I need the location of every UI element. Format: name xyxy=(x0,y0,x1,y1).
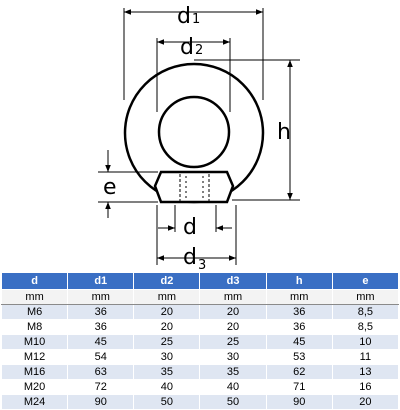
table-cell: 8,5 xyxy=(331,304,400,320)
header-d2: d2 xyxy=(133,272,201,290)
unit-cell: mm xyxy=(331,289,400,305)
label-d: d xyxy=(183,215,197,240)
table-cell: 36 xyxy=(67,319,135,335)
unit-cell: mm xyxy=(67,289,135,305)
unit-cell: mm xyxy=(0,289,69,305)
table-row: M24 90 50 50 90 20 xyxy=(0,394,400,410)
header-d3: d3 xyxy=(199,272,267,290)
unit-cell: mm xyxy=(265,289,333,305)
eye-nut-drawing: d1 d2 h e d d3 xyxy=(98,4,300,272)
table-cell: 50 xyxy=(199,394,267,410)
table-cell: 40 xyxy=(133,379,201,395)
table-row: M8 36 20 20 36 8,5 xyxy=(0,319,400,335)
table-cell: 50 xyxy=(133,394,201,410)
table-cell: 30 xyxy=(133,349,201,365)
table-cell: 53 xyxy=(265,349,333,365)
unit-cell: mm xyxy=(133,289,201,305)
table-cell: 62 xyxy=(265,364,333,380)
table-cell: 25 xyxy=(199,334,267,350)
table-cell: 54 xyxy=(67,349,135,365)
table-cell: 71 xyxy=(265,379,333,395)
table-cell: 30 xyxy=(199,349,267,365)
table-cell: 35 xyxy=(133,364,201,380)
table-cell: 20 xyxy=(133,304,201,320)
table-cell: M6 xyxy=(0,304,69,320)
header-h: h xyxy=(265,272,333,290)
table-row: M20 72 40 40 71 16 xyxy=(0,379,400,395)
table-row: M10 45 25 25 45 10 xyxy=(0,334,400,350)
table-cell: 45 xyxy=(67,334,135,350)
table-cell: 11 xyxy=(331,349,400,365)
table-cell: 63 xyxy=(67,364,135,380)
table-cell: 10 xyxy=(331,334,400,350)
table-cell: M8 xyxy=(0,319,69,335)
table-cell: M20 xyxy=(0,379,69,395)
table-cell: 20 xyxy=(199,304,267,320)
eye-nut-body xyxy=(123,62,265,204)
table-cell: M16 xyxy=(0,364,69,380)
label-d2: d2 xyxy=(180,35,203,60)
table-cell: 20 xyxy=(199,319,267,335)
header-d: d xyxy=(0,272,69,290)
label-h: h xyxy=(277,120,291,145)
table-cell: M10 xyxy=(0,334,69,350)
unit-cell: mm xyxy=(199,289,267,305)
table-cell: 40 xyxy=(199,379,267,395)
table-row: M16 63 35 35 62 13 xyxy=(0,364,400,380)
table-cell: 16 xyxy=(331,379,400,395)
table-cell: 90 xyxy=(265,394,333,410)
label-d1: d1 xyxy=(177,4,200,29)
dimension-lines xyxy=(105,9,293,261)
table-cell: 13 xyxy=(331,364,400,380)
table-cell: 36 xyxy=(67,304,135,320)
dimension-table: d d1 d2 d3 h e mm mm mm mm mm mm M6 36 2… xyxy=(0,272,400,410)
table-row: M6 36 20 20 36 8,5 xyxy=(0,304,400,320)
label-d3: d3 xyxy=(183,245,206,272)
extension-lines xyxy=(98,8,300,265)
table-cell: 8,5 xyxy=(331,319,400,335)
table-cell: 35 xyxy=(199,364,267,380)
table-cell: 36 xyxy=(265,304,333,320)
table-cell: M24 xyxy=(0,394,69,410)
table-cell: 20 xyxy=(133,319,201,335)
table-row: M12 54 30 30 53 11 xyxy=(0,349,400,365)
table-cell: 45 xyxy=(265,334,333,350)
table-cell: 72 xyxy=(67,379,135,395)
collar xyxy=(153,170,235,204)
table-header-row: d d1 d2 d3 h e xyxy=(0,272,400,290)
table-cell: M12 xyxy=(0,349,69,365)
table-cell: 25 xyxy=(133,334,201,350)
label-e: e xyxy=(103,175,117,200)
header-e: e xyxy=(331,272,400,290)
table-cell: 20 xyxy=(331,394,400,410)
inner-hole xyxy=(157,95,231,169)
units-row: mm mm mm mm mm mm xyxy=(0,289,400,305)
table-cell: 36 xyxy=(265,319,333,335)
table-cell: 90 xyxy=(67,394,135,410)
header-d1: d1 xyxy=(67,272,135,290)
